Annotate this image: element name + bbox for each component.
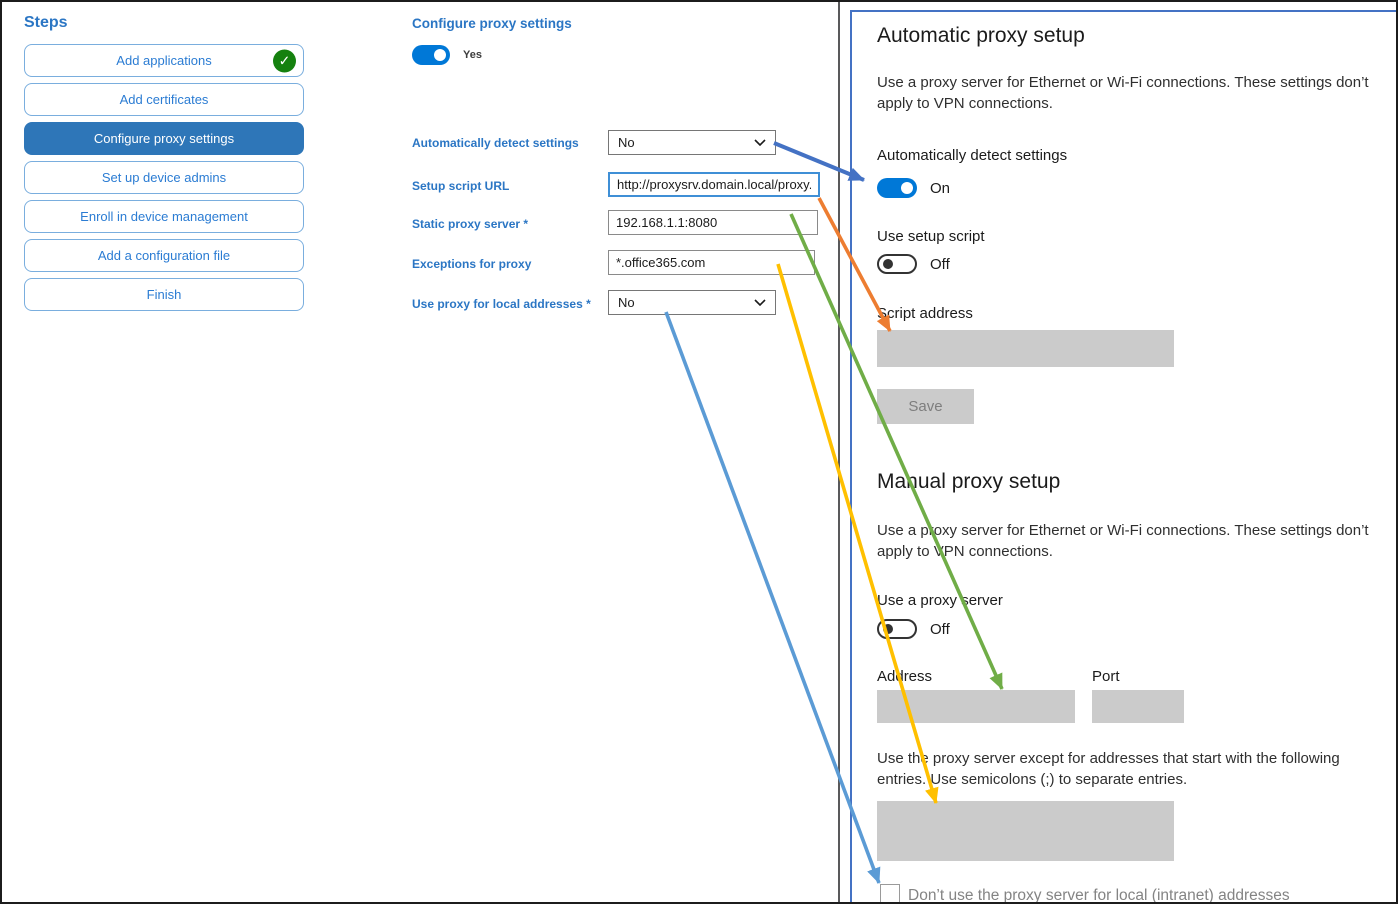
static-proxy-server-input[interactable] — [608, 210, 818, 235]
field-label-static-proxy: Static proxy server * — [412, 217, 529, 231]
use-setup-script-label: Use setup script — [877, 228, 985, 245]
script-address-label: Script address — [877, 305, 973, 322]
step-set-up-device-admins[interactable]: Set up device admins — [24, 161, 304, 194]
use-proxy-server-label: Use a proxy server — [877, 592, 1003, 609]
configure-proxy-toggle[interactable] — [412, 45, 450, 65]
address-label: Address — [877, 668, 933, 685]
manual-proxy-description: Use a proxy server for Ethernet or Wi-Fi… — [877, 522, 1369, 560]
port-label: Port — [1092, 668, 1120, 685]
proxy-exceptions-description: Use the proxy server except for addresse… — [877, 750, 1340, 788]
setup-script-url-input[interactable] — [608, 172, 820, 197]
detect-settings-label: Automatically detect settings — [877, 147, 1068, 164]
step-label: Enroll in device management — [80, 209, 248, 224]
step-label: Add applications — [116, 53, 212, 68]
local-addresses-select[interactable]: No — [608, 290, 776, 315]
toggle-knob — [434, 49, 446, 61]
step-enroll-device-management[interactable]: Enroll in device management — [24, 200, 304, 233]
auto-detect-value: No — [618, 135, 635, 150]
local-addresses-value: No — [618, 295, 635, 310]
auto-detect-select[interactable]: No — [608, 130, 776, 155]
toggle-knob — [883, 624, 893, 634]
step-label: Configure proxy settings — [93, 131, 235, 146]
local-intranet-checkbox[interactable] — [880, 884, 900, 902]
proxy-exceptions-input[interactable] — [608, 250, 815, 275]
step-finish[interactable]: Finish — [24, 278, 304, 311]
step-configure-proxy-settings[interactable]: Configure proxy settings — [24, 122, 304, 155]
step-label: Finish — [146, 287, 182, 302]
use-proxy-server-toggle[interactable] — [877, 619, 917, 639]
toggle-knob — [883, 259, 893, 269]
local-intranet-checkbox-label: Don’t use the proxy server for local (in… — [908, 887, 1290, 904]
chevron-down-icon — [754, 299, 766, 306]
step-label: Add a configuration file — [97, 248, 231, 263]
detect-settings-state: On — [930, 180, 951, 197]
proxy-exceptions-textarea[interactable] — [877, 801, 1174, 861]
use-proxy-server-state: Off — [930, 621, 950, 638]
save-button[interactable]: Save — [877, 389, 974, 424]
proxy-address-input[interactable] — [877, 690, 1075, 723]
field-label-local-addresses: Use proxy for local addresses * — [412, 297, 591, 311]
chevron-down-icon — [754, 139, 766, 146]
step-label: Set up device admins — [101, 170, 227, 185]
field-label-exceptions: Exceptions for proxy — [412, 257, 532, 271]
manual-proxy-heading: Manual proxy setup — [877, 470, 1061, 493]
step-add-applications[interactable]: Add applications ✓ — [24, 44, 304, 77]
use-setup-script-state: Off — [930, 256, 950, 273]
completed-check-icon: ✓ — [273, 49, 296, 72]
automatic-proxy-heading: Automatic proxy setup — [877, 24, 1085, 47]
step-add-configuration-file[interactable]: Add a configuration file — [24, 239, 304, 272]
panel-divider — [838, 2, 840, 902]
windows-proxy-settings-panel: Automatic proxy setup Use a proxy server… — [850, 10, 1396, 904]
step-add-certificates[interactable]: Add certificates — [24, 83, 304, 116]
steps-title: Steps — [24, 14, 68, 31]
proxy-settings-form: Configure proxy settings Yes Automatical… — [412, 2, 842, 902]
step-label: Add certificates — [119, 92, 209, 107]
steps-sidebar: Steps Add applications ✓ Add certificate… — [24, 14, 304, 317]
detect-settings-toggle[interactable] — [877, 178, 917, 198]
form-title: Configure proxy settings — [412, 16, 572, 31]
field-label-auto-detect: Automatically detect settings — [412, 136, 579, 150]
script-address-input[interactable] — [877, 330, 1174, 367]
configure-proxy-toggle-label: Yes — [463, 49, 482, 61]
use-setup-script-toggle[interactable] — [877, 254, 917, 274]
proxy-port-input[interactable] — [1092, 690, 1184, 723]
toggle-knob — [901, 182, 913, 194]
field-label-setup-script-url: Setup script URL — [412, 179, 510, 193]
automatic-proxy-description: Use a proxy server for Ethernet or Wi-Fi… — [877, 74, 1369, 112]
